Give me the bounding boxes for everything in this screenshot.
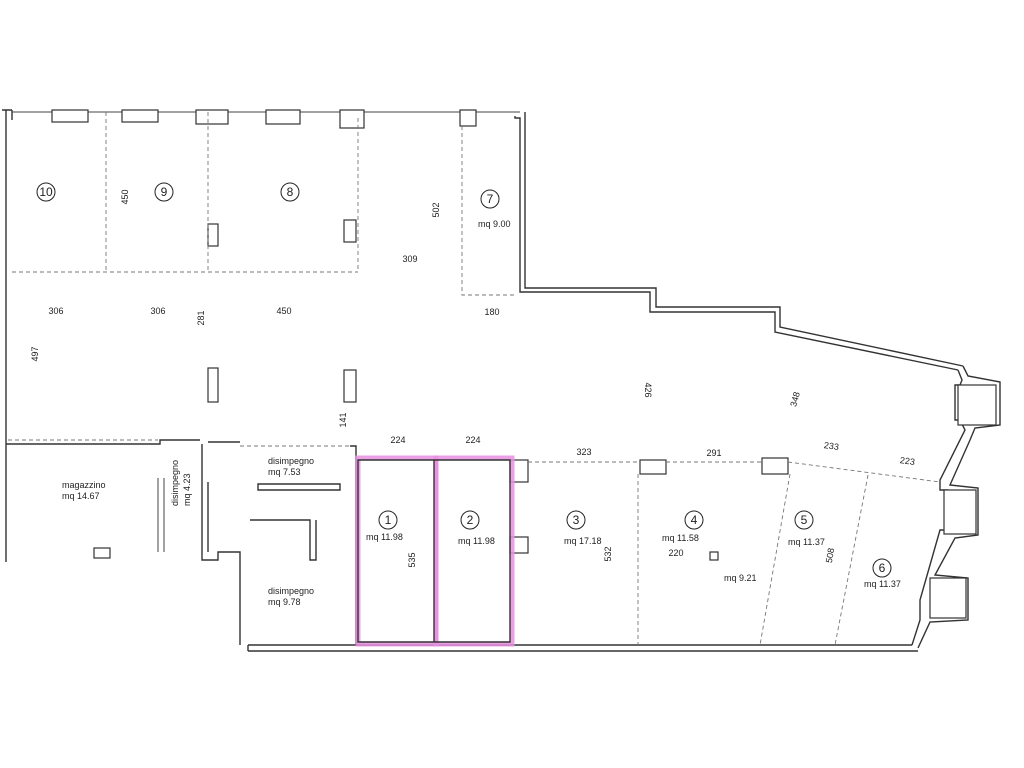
room-numbers: 10 9 8 7 1 2 3 4 5 6 [36, 182, 892, 578]
highlight-rooms-1-2 [355, 455, 515, 647]
dim-224-b: 224 [465, 435, 480, 445]
area-room-3: mq 17.18 [564, 536, 602, 546]
svg-text:8: 8 [287, 185, 294, 199]
svg-text:6: 6 [879, 561, 886, 575]
dim-224-a: 224 [390, 435, 405, 445]
svg-text:3: 3 [573, 513, 580, 527]
disimpegno-a-area: mq 7.53 [268, 467, 301, 477]
window-piers [51, 109, 997, 619]
dimensions: 450 502 309 306 306 281 450 180 497 141 … [30, 189, 916, 567]
svg-text:2: 2 [467, 513, 474, 527]
dim-233: 233 [823, 440, 839, 452]
svg-text:9: 9 [161, 185, 168, 199]
disimpegno-c-area: mq 4.23 [182, 473, 192, 506]
disimpegno-a-label: disimpegno [268, 456, 314, 466]
area-room-6: mq 11.37 [864, 579, 901, 589]
dim-450-mid: 450 [276, 306, 291, 316]
dim-426: 426 [643, 382, 653, 397]
room-number-4: 4 [684, 510, 704, 530]
room-number-1: 1 [378, 510, 398, 530]
dim-508: 508 [824, 547, 836, 564]
disimpegno-b-area: mq 9.78 [268, 597, 301, 607]
dim-502: 502 [431, 202, 441, 217]
dashed-partitions [8, 112, 941, 646]
dim-348: 348 [788, 391, 802, 408]
room-number-10: 10 [36, 182, 56, 202]
room-number-9: 9 [154, 182, 174, 202]
svg-text:10: 10 [39, 185, 53, 199]
dim-532: 532 [603, 546, 613, 561]
dim-281: 281 [196, 310, 206, 325]
room-number-7: 7 [480, 189, 500, 209]
dim-291: 291 [706, 448, 721, 458]
space-labels: magazzino mq 14.67 disimpegno mq 7.53 di… [62, 456, 314, 607]
room-areas: mq 9.00 mq 11.98 mq 11.98 mq 17.18 mq 11… [366, 219, 901, 589]
magazzino-area: mq 14.67 [62, 491, 100, 501]
interior-walls [6, 439, 357, 645]
area-room-1: mq 11.98 [366, 532, 403, 542]
svg-text:1: 1 [385, 513, 392, 527]
room-number-8: 8 [280, 182, 300, 202]
dim-306-a: 306 [48, 306, 63, 316]
dim-223: 223 [899, 455, 915, 467]
area-room-4: mq 11.58 [662, 533, 699, 543]
area-sub-4: mq 9.21 [724, 573, 757, 583]
room-number-2: 2 [460, 510, 480, 530]
room-number-3: 3 [566, 510, 586, 530]
magazzino-label: magazzino [62, 480, 106, 490]
room-number-6: 6 [872, 558, 892, 578]
dim-323: 323 [576, 447, 591, 457]
area-room-2: mq 11.98 [458, 536, 495, 546]
svg-text:7: 7 [487, 192, 494, 206]
dim-306-b: 306 [150, 306, 165, 316]
svg-text:4: 4 [691, 513, 698, 527]
dim-450-top: 450 [120, 189, 130, 204]
disimpegno-c-label: disimpegno [170, 460, 180, 506]
dim-497: 497 [30, 346, 40, 361]
outer-walls [2, 109, 1001, 652]
dim-141: 141 [338, 412, 348, 427]
svg-text:5: 5 [801, 513, 808, 527]
dim-535: 535 [407, 552, 417, 567]
dim-220: 220 [668, 548, 683, 558]
dim-180: 180 [484, 307, 499, 317]
dim-309: 309 [402, 254, 417, 264]
room-number-5: 5 [794, 510, 814, 530]
area-room-7: mq 9.00 [478, 219, 511, 229]
disimpegno-b-label: disimpegno [268, 586, 314, 596]
area-room-5: mq 11.37 [788, 537, 825, 547]
